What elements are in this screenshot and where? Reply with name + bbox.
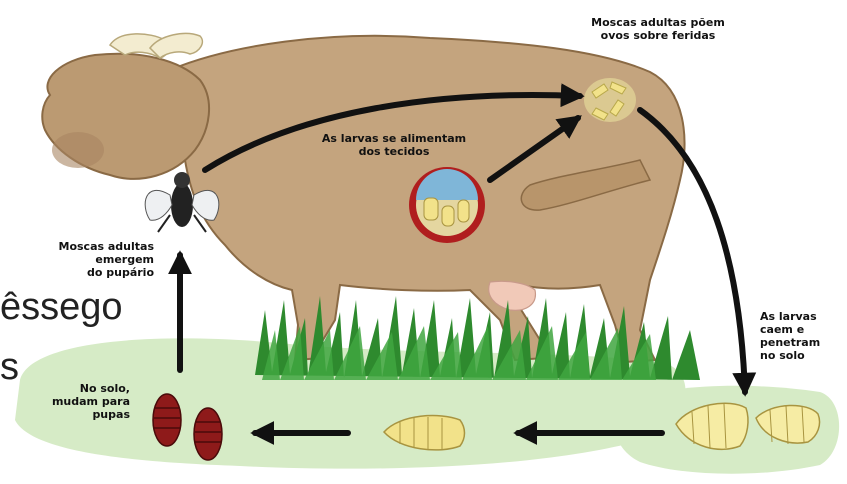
label-adults-emerge: Moscas adultas emergem do pupário xyxy=(2,240,154,279)
label-larvae-feed: As larvas se alimentam dos tecidos xyxy=(294,132,494,158)
egg-cluster xyxy=(584,78,636,122)
label-pupate: No solo, mudam para pupas xyxy=(30,382,130,421)
wound-larvae-icon xyxy=(409,167,485,243)
partial-word-fragment: êssego xyxy=(0,285,123,329)
label-adults-lay-eggs: Moscas adultas põem ovos sobre feridas xyxy=(558,16,758,42)
cow-illustration xyxy=(42,33,684,362)
partial-char-fragment: s xyxy=(0,345,19,389)
label-larvae-fall: As larvas caem e penetram no solo xyxy=(760,310,845,362)
